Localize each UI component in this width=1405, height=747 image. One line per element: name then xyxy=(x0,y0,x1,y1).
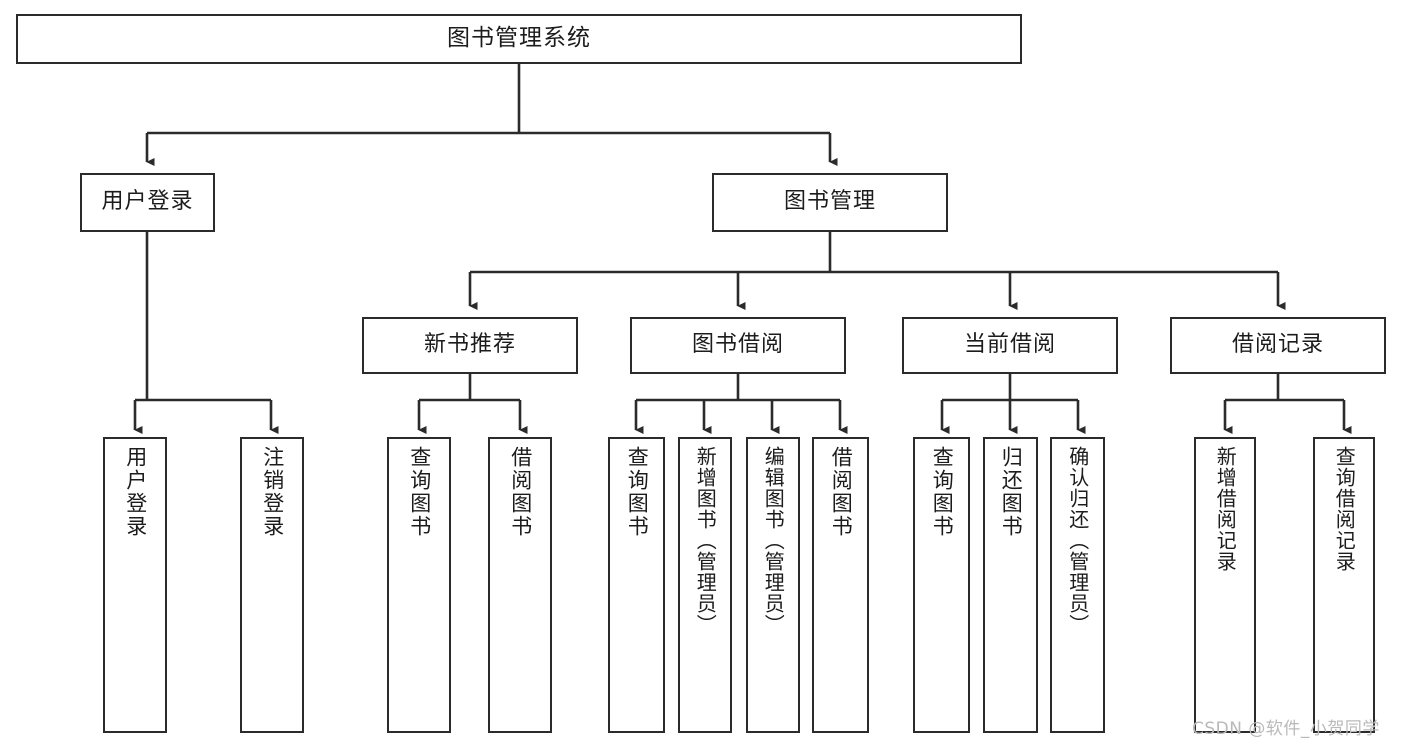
node-label: 用户登录 xyxy=(101,189,194,215)
node-label: 图书管理 xyxy=(783,189,876,215)
leaf-book-borrow-add-book-admin[interactable]: 新增图书（管理员） xyxy=(678,437,732,733)
node-label: 编辑图书（管理员） xyxy=(761,446,786,635)
node-book-management[interactable]: 图书管理 xyxy=(712,173,948,232)
node-label: 借阅图书 xyxy=(829,446,854,538)
node-new-book-recommend[interactable]: 新书推荐 xyxy=(362,317,578,374)
leaf-book-borrow-query-book[interactable]: 查询图书 xyxy=(608,437,665,733)
node-label: 查询图书 xyxy=(407,446,432,538)
node-label: 借阅图书 xyxy=(508,446,533,538)
node-label: 注销登录 xyxy=(260,446,285,538)
leaf-new-book-borrow-book[interactable]: 借阅图书 xyxy=(488,437,552,733)
node-root-book-management-system[interactable]: 图书管理系统 xyxy=(16,14,1022,64)
leaf-current-borrow-confirm-return-admin[interactable]: 确认归还（管理员） xyxy=(1050,437,1105,733)
node-user-login[interactable]: 用户登录 xyxy=(80,173,215,232)
node-label: 新增借阅记录 xyxy=(1213,446,1238,572)
leaf-borrow-record-query-record[interactable]: 查询借阅记录 xyxy=(1313,437,1375,733)
node-book-borrow[interactable]: 图书借阅 xyxy=(630,317,846,374)
node-label: 图书借阅 xyxy=(691,332,784,358)
node-label: 查询借阅记录 xyxy=(1332,446,1357,572)
node-label: 查询图书 xyxy=(930,446,955,538)
node-label: 用户登录 xyxy=(123,446,148,538)
node-label: 新书推荐 xyxy=(423,332,516,358)
leaf-new-book-query-book[interactable]: 查询图书 xyxy=(387,437,451,733)
leaf-book-borrow-borrow-book[interactable]: 借阅图书 xyxy=(812,437,869,733)
node-label: 新增图书（管理员） xyxy=(693,446,718,635)
csdn-watermark: CSDN @软件_小贺同学 xyxy=(1192,719,1380,739)
node-label: 图书管理系统 xyxy=(447,25,591,52)
leaf-current-borrow-query-book[interactable]: 查询图书 xyxy=(913,437,970,733)
leaf-user-login-login[interactable]: 用户登录 xyxy=(103,437,167,733)
node-label: 归还图书 xyxy=(999,446,1024,538)
node-borrow-record[interactable]: 借阅记录 xyxy=(1170,317,1386,374)
node-label: 查询图书 xyxy=(625,446,650,538)
node-current-borrow[interactable]: 当前借阅 xyxy=(902,317,1118,374)
leaf-current-borrow-return-book[interactable]: 归还图书 xyxy=(983,437,1038,733)
node-label: 当前借阅 xyxy=(963,332,1056,358)
node-label: 确认归还（管理员） xyxy=(1065,446,1090,635)
node-label: 借阅记录 xyxy=(1231,332,1324,358)
leaf-user-login-logout[interactable]: 注销登录 xyxy=(240,437,304,733)
leaf-book-borrow-edit-book-admin[interactable]: 编辑图书（管理员） xyxy=(746,437,800,733)
leaf-borrow-record-add-record[interactable]: 新增借阅记录 xyxy=(1194,437,1256,733)
